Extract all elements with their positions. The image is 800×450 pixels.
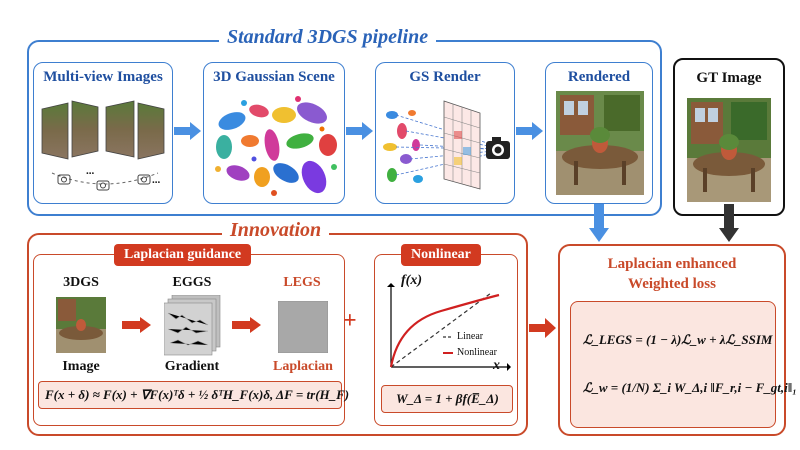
gaussian-ellipsoids-illustration bbox=[215, 96, 337, 196]
view-image-2 bbox=[71, 100, 99, 158]
arrow-right-icon bbox=[122, 317, 151, 333]
nonlinear-curve-plot bbox=[387, 283, 511, 371]
gradient-map-stack bbox=[164, 295, 221, 356]
label-image: Image bbox=[62, 359, 100, 374]
view-image-1 bbox=[41, 102, 69, 160]
image-thumbnail bbox=[56, 297, 106, 353]
arrow-right-icon bbox=[232, 317, 261, 333]
weight-formula: W_Δ = 1 + βf(E̅_Δ) bbox=[396, 391, 499, 406]
stage-gaussian-scene: 3D Gaussian Scene bbox=[203, 62, 345, 204]
pipeline-panel: Standard 3DGS pipeline bbox=[27, 26, 662, 216]
nonlinear-curve bbox=[389, 293, 500, 368]
view-image-4 bbox=[137, 102, 165, 160]
taylor-formula-box: F(x + δ) ≈ F(x) + ∇F(x)ᵀδ + ½ δᵀH_F(x)δ,… bbox=[38, 381, 349, 409]
ellipsis-right: ... bbox=[152, 174, 161, 186]
loss-title-line1: Laplacian enhanced bbox=[607, 256, 737, 272]
arrow-right-icon bbox=[174, 122, 201, 140]
y-axis-label: f(x) bbox=[401, 273, 422, 288]
laplacian-guidance-panel: Laplacian guidance 3DGS Image EGGS Gradi… bbox=[33, 244, 349, 426]
rendered-image bbox=[556, 91, 644, 195]
arrow-right-icon bbox=[346, 122, 373, 140]
legend-nonlinear-label: Nonlinear bbox=[457, 347, 497, 358]
laplacian-guidance-pill: Laplacian guidance bbox=[114, 244, 252, 266]
arrow-down-icon bbox=[589, 204, 609, 242]
nonlinear-panel: Nonlinear f(x) x Linear Nonlinear W_Δ = … bbox=[374, 244, 518, 426]
loss-equations-box: ℒ_LEGS = (1 − λ)ℒ_w + λℒ_SSIM ℒ_w = (1/N… bbox=[570, 301, 797, 428]
stage-multiview-images: Multi-view Images ... ... bbox=[33, 62, 173, 204]
weighted-loss-equation: ℒ_w = (1/N) Σ_i W_Δ,i ‖F_r,i − F_gt,i‖₁ bbox=[583, 380, 797, 395]
multiview-illustration bbox=[41, 100, 165, 191]
label-gradient: Gradient bbox=[164, 359, 220, 374]
camera-icon bbox=[57, 174, 151, 191]
camera-arc bbox=[51, 172, 159, 185]
legs-loss-equation: ℒ_LEGS = (1 − λ)ℒ_w + λℒ_SSIM bbox=[583, 332, 773, 347]
stage-title-gaussian: 3D Gaussian Scene bbox=[213, 69, 335, 85]
stage-title-render: GS Render bbox=[409, 69, 481, 85]
loss-title-line2: Weighted loss bbox=[628, 276, 716, 292]
innovation-title: Innovation bbox=[222, 219, 330, 242]
stage-title-multiview: Multi-view Images bbox=[43, 69, 163, 85]
taylor-formula: F(x + δ) ≈ F(x) + ∇F(x)ᵀδ + ½ δᵀH_F(x)δ,… bbox=[45, 387, 350, 402]
stage-rendered: Rendered bbox=[545, 62, 653, 204]
legend-linear-label: Linear bbox=[457, 331, 484, 342]
label-legs: LEGS bbox=[283, 275, 321, 290]
nonlinear-pill: Nonlinear bbox=[401, 244, 481, 266]
weight-formula-box: W_Δ = 1 + βf(E̅_Δ) bbox=[381, 385, 513, 413]
weighted-loss-panel: Laplacian enhanced Weighted loss ℒ_LEGS … bbox=[558, 244, 797, 436]
rasterization-illustration bbox=[383, 100, 510, 190]
image-plane-grid bbox=[443, 100, 481, 190]
arrow-right-icon bbox=[529, 318, 556, 338]
pipeline-title: Standard 3DGS pipeline bbox=[219, 26, 437, 49]
label-3dgs: 3DGS bbox=[63, 275, 99, 290]
plus-icon: + bbox=[343, 308, 357, 334]
gt-image bbox=[687, 98, 771, 202]
loss-title: Laplacian enhanced Weighted loss bbox=[560, 254, 784, 294]
gt-image-panel: GT Image bbox=[673, 58, 785, 216]
laplacian-map bbox=[278, 301, 328, 353]
stage-gs-render: GS Render bbox=[375, 62, 515, 204]
ellipsis-left: ... bbox=[86, 165, 95, 177]
camera-icon bbox=[486, 137, 510, 159]
x-axis-label: x bbox=[493, 358, 500, 373]
arrow-down-icon bbox=[719, 204, 739, 242]
stage-title-rendered: Rendered bbox=[567, 69, 631, 85]
label-laplacian: Laplacian bbox=[273, 359, 333, 374]
view-image-3 bbox=[105, 100, 135, 158]
innovation-panel: Innovation bbox=[27, 219, 528, 436]
label-eggs: EGGS bbox=[172, 275, 212, 290]
gt-image-title: GT Image bbox=[696, 70, 762, 86]
arrow-right-icon bbox=[516, 122, 543, 140]
